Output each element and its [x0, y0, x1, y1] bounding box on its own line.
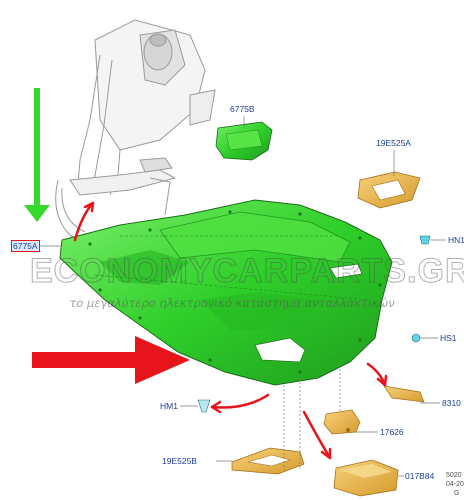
fastener-hn1	[419, 235, 431, 245]
pad-17626	[323, 409, 361, 435]
arrow-big-red-right	[32, 336, 190, 384]
cover-017b84	[333, 459, 399, 497]
bracket-19e525a	[357, 171, 421, 209]
callout-017b84: 017B84	[405, 471, 435, 481]
callout-6775a: 6775A	[11, 240, 40, 252]
leader-lines	[40, 116, 446, 477]
callout-17626: 17626	[380, 427, 404, 437]
callout-19e525b: 19E525B	[162, 456, 197, 466]
bracket-6775b	[215, 121, 273, 161]
arrows-small-red	[73, 201, 388, 460]
arrow-green-down	[24, 88, 50, 222]
corner-code-2: 04-20	[446, 481, 464, 488]
callout-19e525a: 19E525A	[376, 138, 411, 148]
seal-8310	[383, 385, 425, 403]
corner-code-3: G	[454, 490, 460, 497]
underbody-shield	[59, 199, 393, 386]
callout-6775b: 6775B	[230, 104, 255, 114]
callout-hm1: HM1	[160, 401, 178, 411]
callout-hn1: HN1	[448, 235, 464, 245]
fastener-hs1	[411, 333, 421, 343]
callout-8310: 8310	[442, 398, 461, 408]
bracket-19e525b	[231, 447, 305, 475]
body-frame-outline	[55, 19, 216, 247]
fastener-hm1	[197, 399, 211, 413]
corner-code-1: 5020	[446, 472, 462, 479]
callout-hs1: HS1	[440, 333, 457, 343]
